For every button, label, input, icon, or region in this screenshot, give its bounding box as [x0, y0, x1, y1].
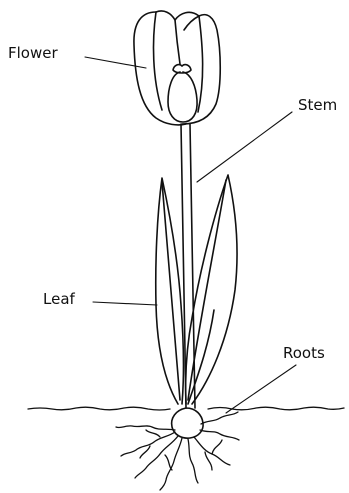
flower-label: Flower	[8, 46, 58, 61]
stem-pointer	[197, 112, 292, 182]
leaf-label: Leaf	[43, 292, 75, 307]
leaves	[156, 175, 237, 404]
leaf-pointer	[93, 302, 157, 305]
bulb	[172, 408, 203, 438]
left-leaf	[156, 178, 184, 404]
flower-pointer	[85, 57, 146, 68]
roots-pointer	[226, 365, 296, 413]
flower	[134, 11, 220, 125]
stem-label: Stem	[298, 98, 337, 113]
roots-label: Roots	[283, 346, 325, 361]
roots	[116, 412, 239, 490]
